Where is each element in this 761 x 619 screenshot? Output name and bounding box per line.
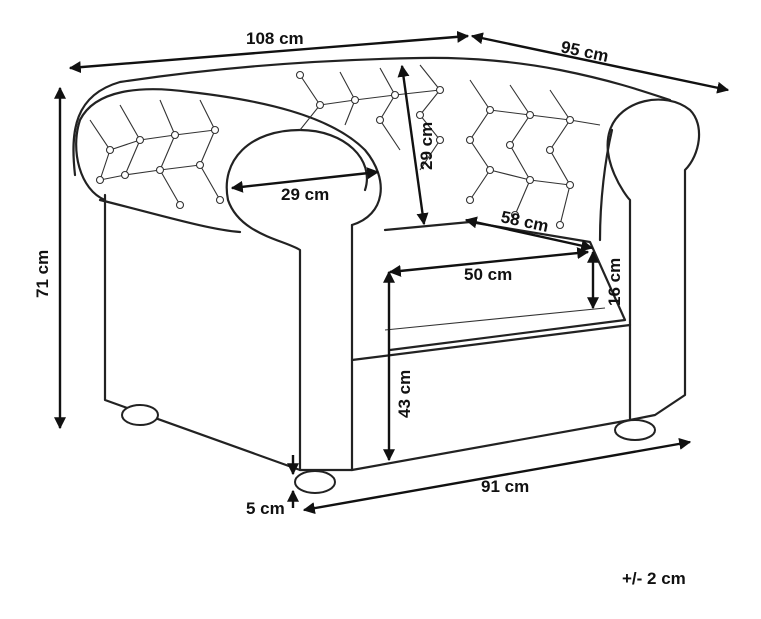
foot-front-left [294, 470, 336, 494]
cushion-edge [384, 307, 606, 331]
arm-width-label: 29 cm [281, 185, 329, 204]
depth-dim-line [470, 32, 730, 94]
front-width-dim-line [302, 437, 692, 515]
width-label: 108 cm [246, 29, 304, 48]
leg-height-label: 5 cm [246, 499, 285, 518]
back-height-label: 29 cm [417, 122, 436, 170]
backrest-inner-edge [98, 198, 242, 234]
depth-label: 95 cm [559, 37, 610, 66]
seat-depth-dim-line [464, 216, 594, 252]
right-arm-inner [598, 128, 614, 242]
width-dim-line [68, 30, 470, 74]
foot-back-left [121, 404, 159, 426]
seat-width-dim-line [388, 247, 590, 277]
left-arm [103, 193, 354, 472]
seat-front [350, 323, 632, 472]
dimension-labels: 108 cm 95 cm 71 cm 29 cm 29 cm 58 cm 50 … [33, 29, 686, 588]
seat-width-label: 50 cm [464, 265, 512, 284]
foot-front-right [614, 419, 656, 441]
seat-height-label: 43 cm [395, 370, 414, 418]
dimension-lines [54, 30, 730, 515]
front-width-label: 91 cm [481, 477, 529, 496]
left-arm-scroll-face [225, 128, 368, 472]
back-height-dim-line [397, 64, 429, 226]
tolerance-label: +/- 2 cm [622, 569, 686, 588]
cushion-height-label: 16 cm [605, 258, 624, 306]
right-arm [606, 98, 701, 422]
arm-width-dim-line [230, 167, 380, 193]
height-label: 71 cm [33, 250, 52, 298]
